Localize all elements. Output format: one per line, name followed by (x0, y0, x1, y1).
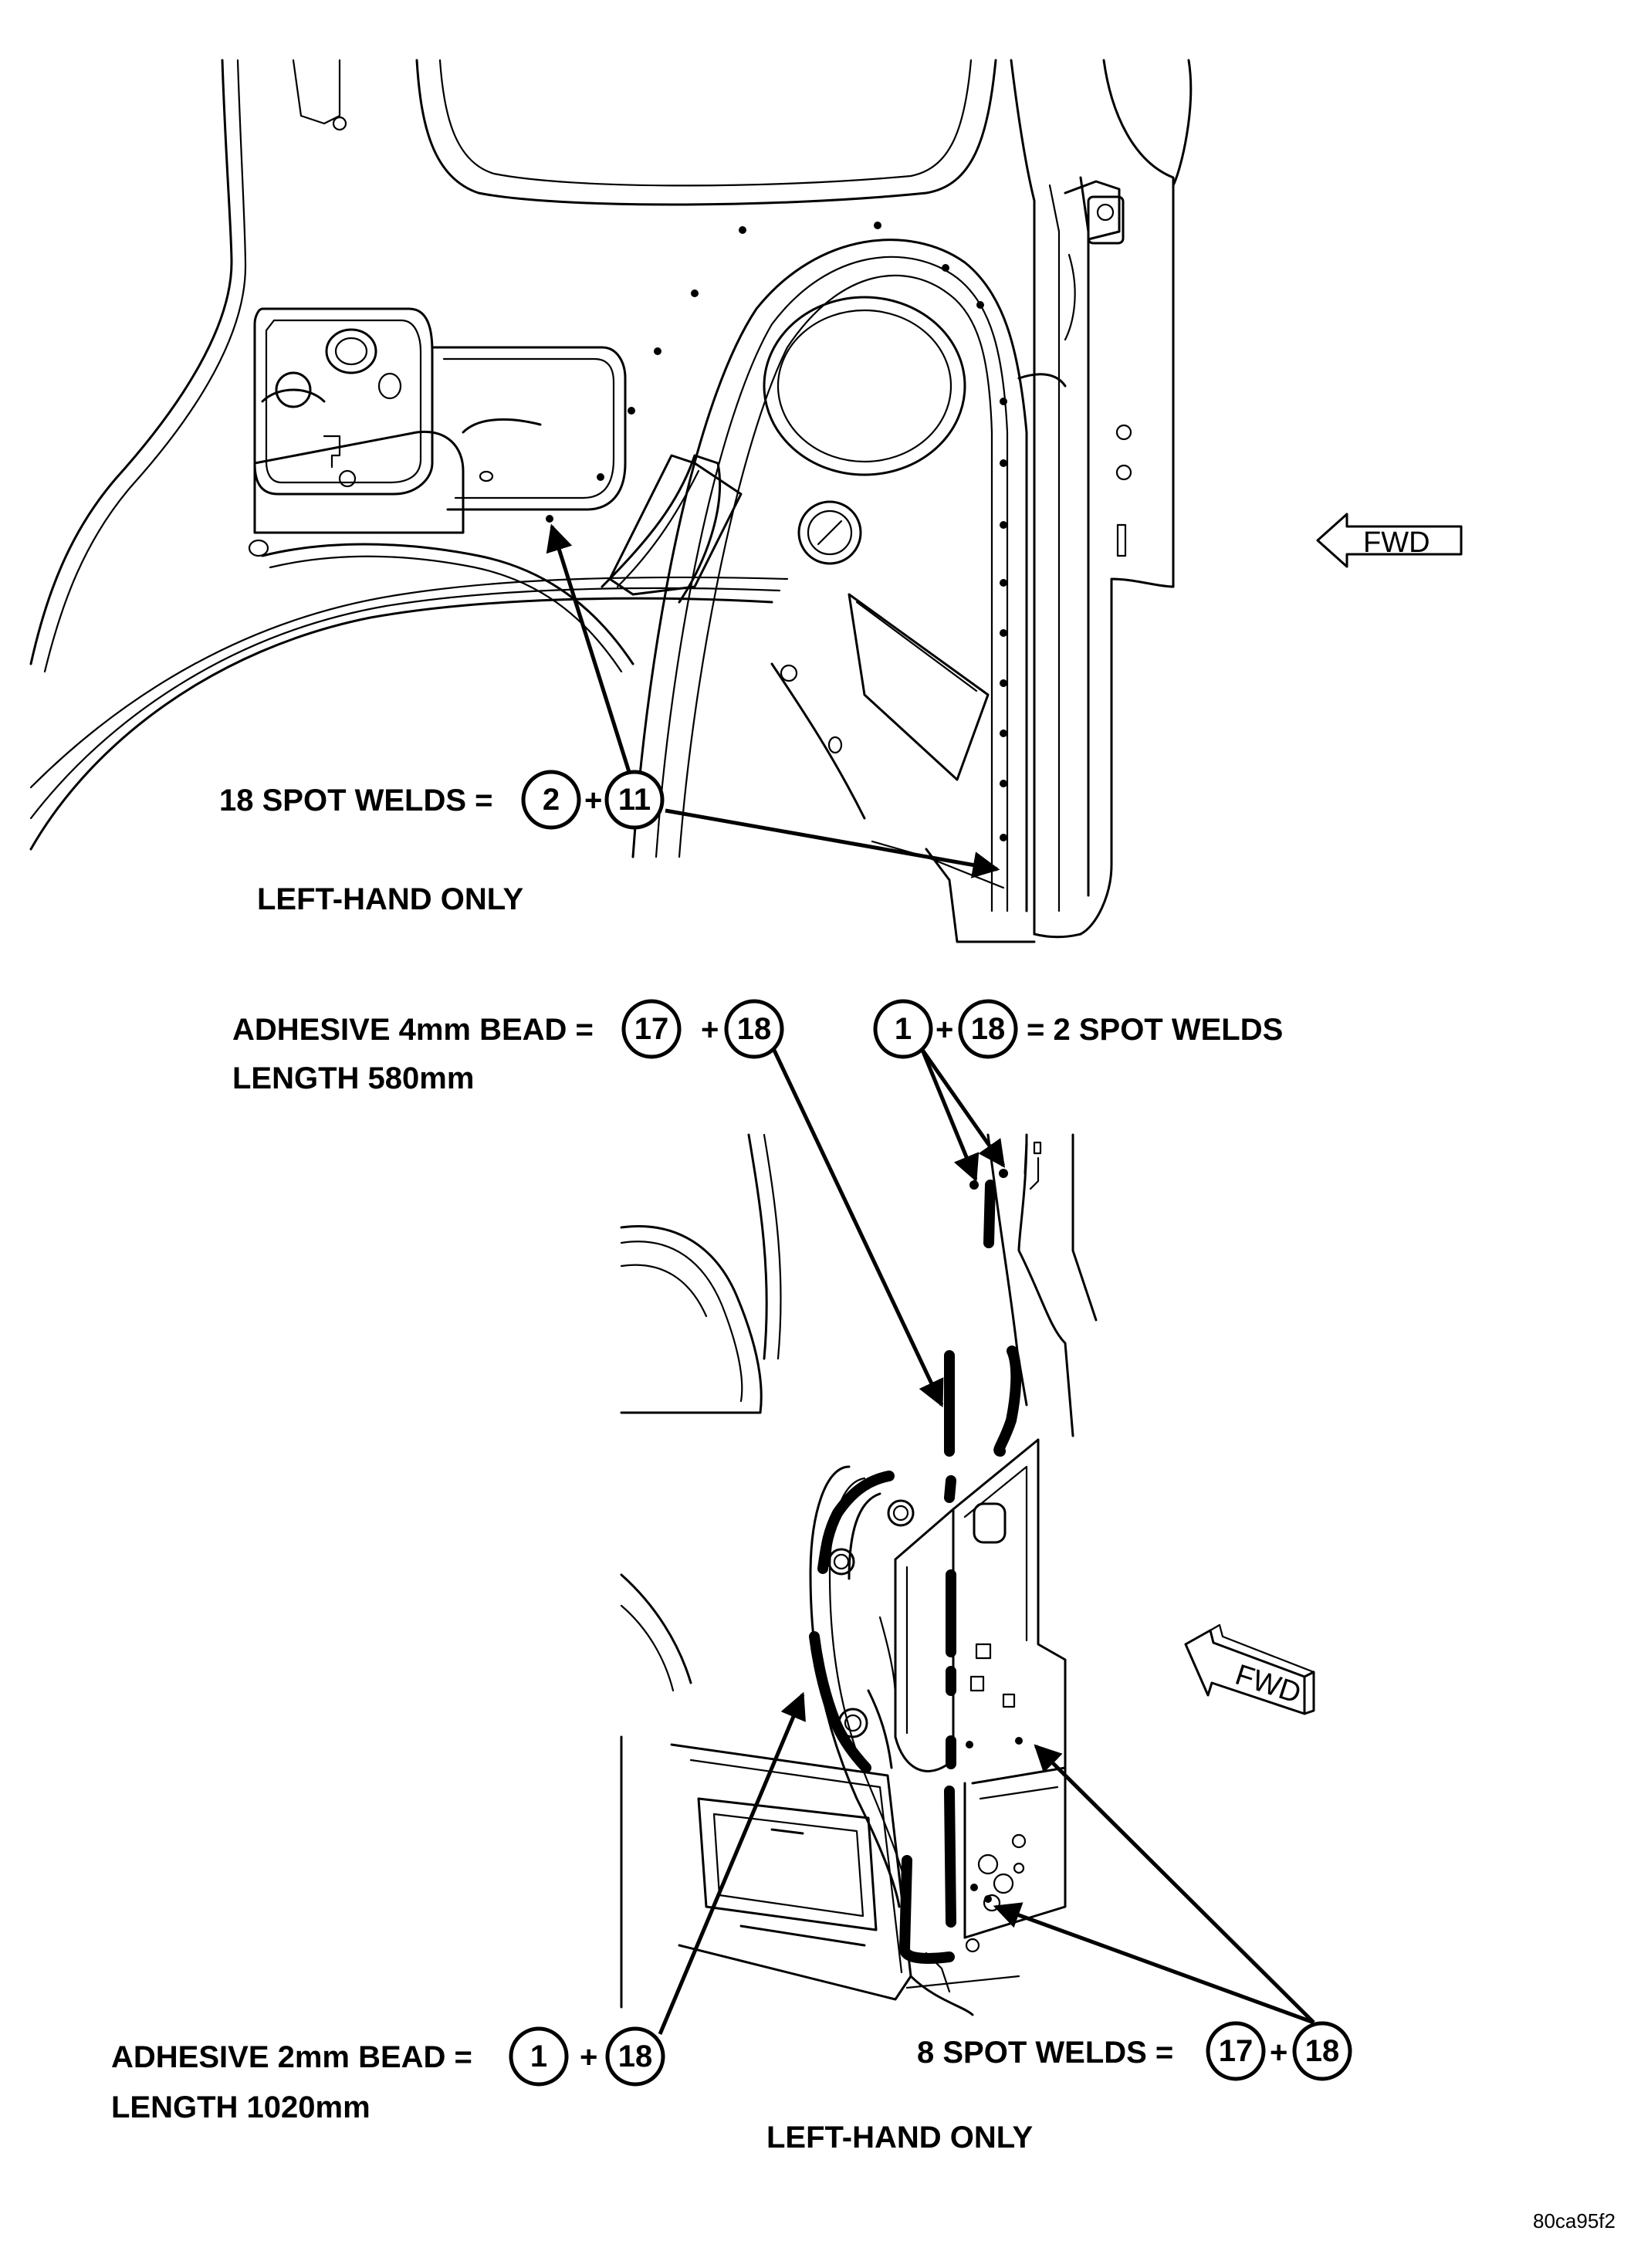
figure-reference: 80ca95f2 (1533, 2209, 1616, 2232)
top-weld-circle-b-num: 11 (618, 783, 651, 817)
welds-8-circle-b-num: 18 (1305, 2034, 1340, 2068)
adhesive-4mm-plus: + (701, 1013, 719, 1047)
welds-8-circle-a (1206, 2021, 1266, 2081)
welds-2-circle-a (873, 999, 933, 1059)
top-weld-callout: 18 SPOT WELDS = 2 + 11 (219, 770, 665, 830)
welds-2-circle-b (958, 999, 1018, 1059)
adhesive-4mm-leader (769, 1042, 944, 1408)
top-spot-weld-dots (546, 222, 1007, 841)
welds-8-plus: + (1270, 2036, 1287, 2070)
bottom-fwd-arrow: FWD (1184, 1623, 1315, 1715)
adhesive-2mm-label: ADHESIVE 2mm BEAD = (111, 2040, 472, 2074)
top-fwd-arrow: FWD (1316, 513, 1463, 568)
adhesive-4mm-circle-b-num: 18 (737, 1012, 772, 1046)
adhesive-2mm-callout: ADHESIVE 2mm BEAD = 1 + 18 LENGTH 1020mm (111, 2026, 665, 2124)
adhesive-4mm-label: ADHESIVE 4mm BEAD = (232, 1013, 594, 1047)
top-left-hand-only: LEFT-HAND ONLY (257, 882, 524, 916)
welds-2-leader-a (920, 1049, 980, 1183)
bottom-panel-illustration (620, 1042, 1315, 2035)
top-weld-circle-a-num: 2 (543, 783, 560, 817)
welds-2-circle-b-num: 18 (971, 1012, 1006, 1046)
adhesive-beads (809, 1180, 1022, 1964)
adhesive-2mm-circle-b (605, 2026, 665, 2087)
top-weld-circle-a (521, 770, 581, 830)
adhesive-2mm-circle-a (509, 2026, 569, 2087)
top-fwd-label: FWD (1363, 526, 1430, 559)
adhesive-2mm-circle-b-num: 18 (618, 2040, 653, 2073)
welds-2-callout: 1 + 18 = 2 SPOT WELDS (873, 999, 1283, 1059)
welds-2-plus: + (936, 1013, 953, 1047)
welds-8-label: 8 SPOT WELDS = (917, 2036, 1173, 2070)
bottom-left-hand-only: LEFT-HAND ONLY (766, 2121, 1034, 2155)
top-weld-label: 18 SPOT WELDS = (219, 784, 493, 817)
welds-8-leader-a (1034, 1744, 1315, 2024)
adhesive-4mm-callout: ADHESIVE 4mm BEAD = 17 + 18 LENGTH 580mm (232, 999, 784, 1095)
adhesive-2mm-plus: + (580, 2040, 597, 2074)
welds-8-circle-a-num: 17 (1219, 2034, 1254, 2068)
welds-2-circle-a-num: 1 (895, 1012, 912, 1046)
adhesive-2mm-length: LENGTH 1020mm (111, 2090, 370, 2124)
adhesive-2mm-leader (658, 1691, 806, 2035)
adhesive-4mm-circle-a-num: 17 (634, 1012, 669, 1046)
welds-2-leader-b (920, 1048, 1006, 1168)
welds-8-circle-b (1292, 2021, 1352, 2081)
top-leader-arrow-lower (665, 808, 1000, 878)
top-weld-plus: + (584, 784, 602, 817)
top-leader-arrow-upper (546, 523, 631, 773)
top-weld-circle-b (604, 770, 665, 830)
welds-8-leader-b (993, 1902, 1314, 2025)
adhesive-4mm-circle-b (724, 999, 784, 1059)
adhesive-2mm-circle-a-num: 1 (530, 2040, 547, 2073)
welds-2-label: = 2 SPOT WELDS (1027, 1013, 1283, 1047)
welds-8-callout: 8 SPOT WELDS = 17 + 18 (917, 2021, 1352, 2081)
adhesive-4mm-length: LENGTH 580mm (232, 1061, 474, 1095)
top-panel-illustration (29, 59, 1193, 943)
adhesive-4mm-circle-a (621, 999, 682, 1059)
